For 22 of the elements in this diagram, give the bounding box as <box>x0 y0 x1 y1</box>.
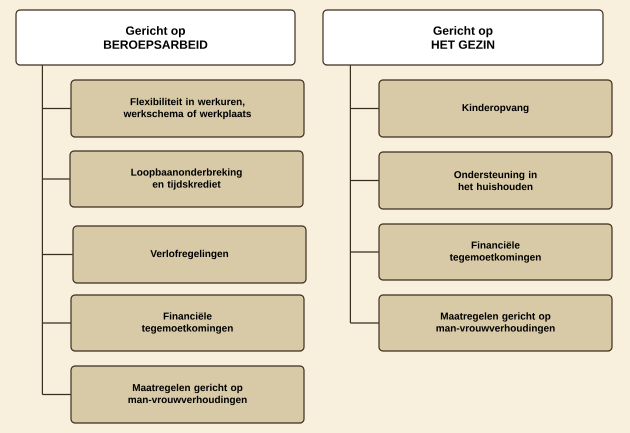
measure-box: Flexibiliteit in werkuren, werkschema of werkplaats <box>70 79 305 138</box>
measure-box: Financiële tegemoetkomingen <box>70 294 305 352</box>
heading-box: Gericht op BEROEPSARBEID <box>15 9 296 66</box>
connector-line <box>350 108 378 110</box>
measure-box: Maatregelen gericht op man-vrouwverhoudingen <box>70 365 305 424</box>
connector-line <box>42 322 70 324</box>
connector-line <box>350 322 378 324</box>
trunk-line <box>42 66 43 394</box>
measure-box: Financiële tegemoetkomingen <box>378 223 613 281</box>
measure-box: Loopbaanonderbreking en tijdskrediet <box>69 150 304 208</box>
measure-box: Ondersteuning in het huishouden <box>378 151 613 210</box>
connector-line <box>42 394 70 396</box>
connector-line <box>350 251 378 253</box>
trunk-line <box>350 66 351 323</box>
measure-box: Kinderopvang <box>378 79 613 138</box>
connector-line <box>350 180 378 182</box>
connector-line <box>42 108 70 110</box>
heading-box: Gericht op HET GEZIN <box>322 9 604 66</box>
connector-line <box>42 254 72 256</box>
measure-box: Maatregelen gericht op man-vrouwverhoudingen <box>378 294 613 352</box>
measure-box: Verlofregelingen <box>72 225 307 284</box>
connector-line <box>42 178 70 180</box>
